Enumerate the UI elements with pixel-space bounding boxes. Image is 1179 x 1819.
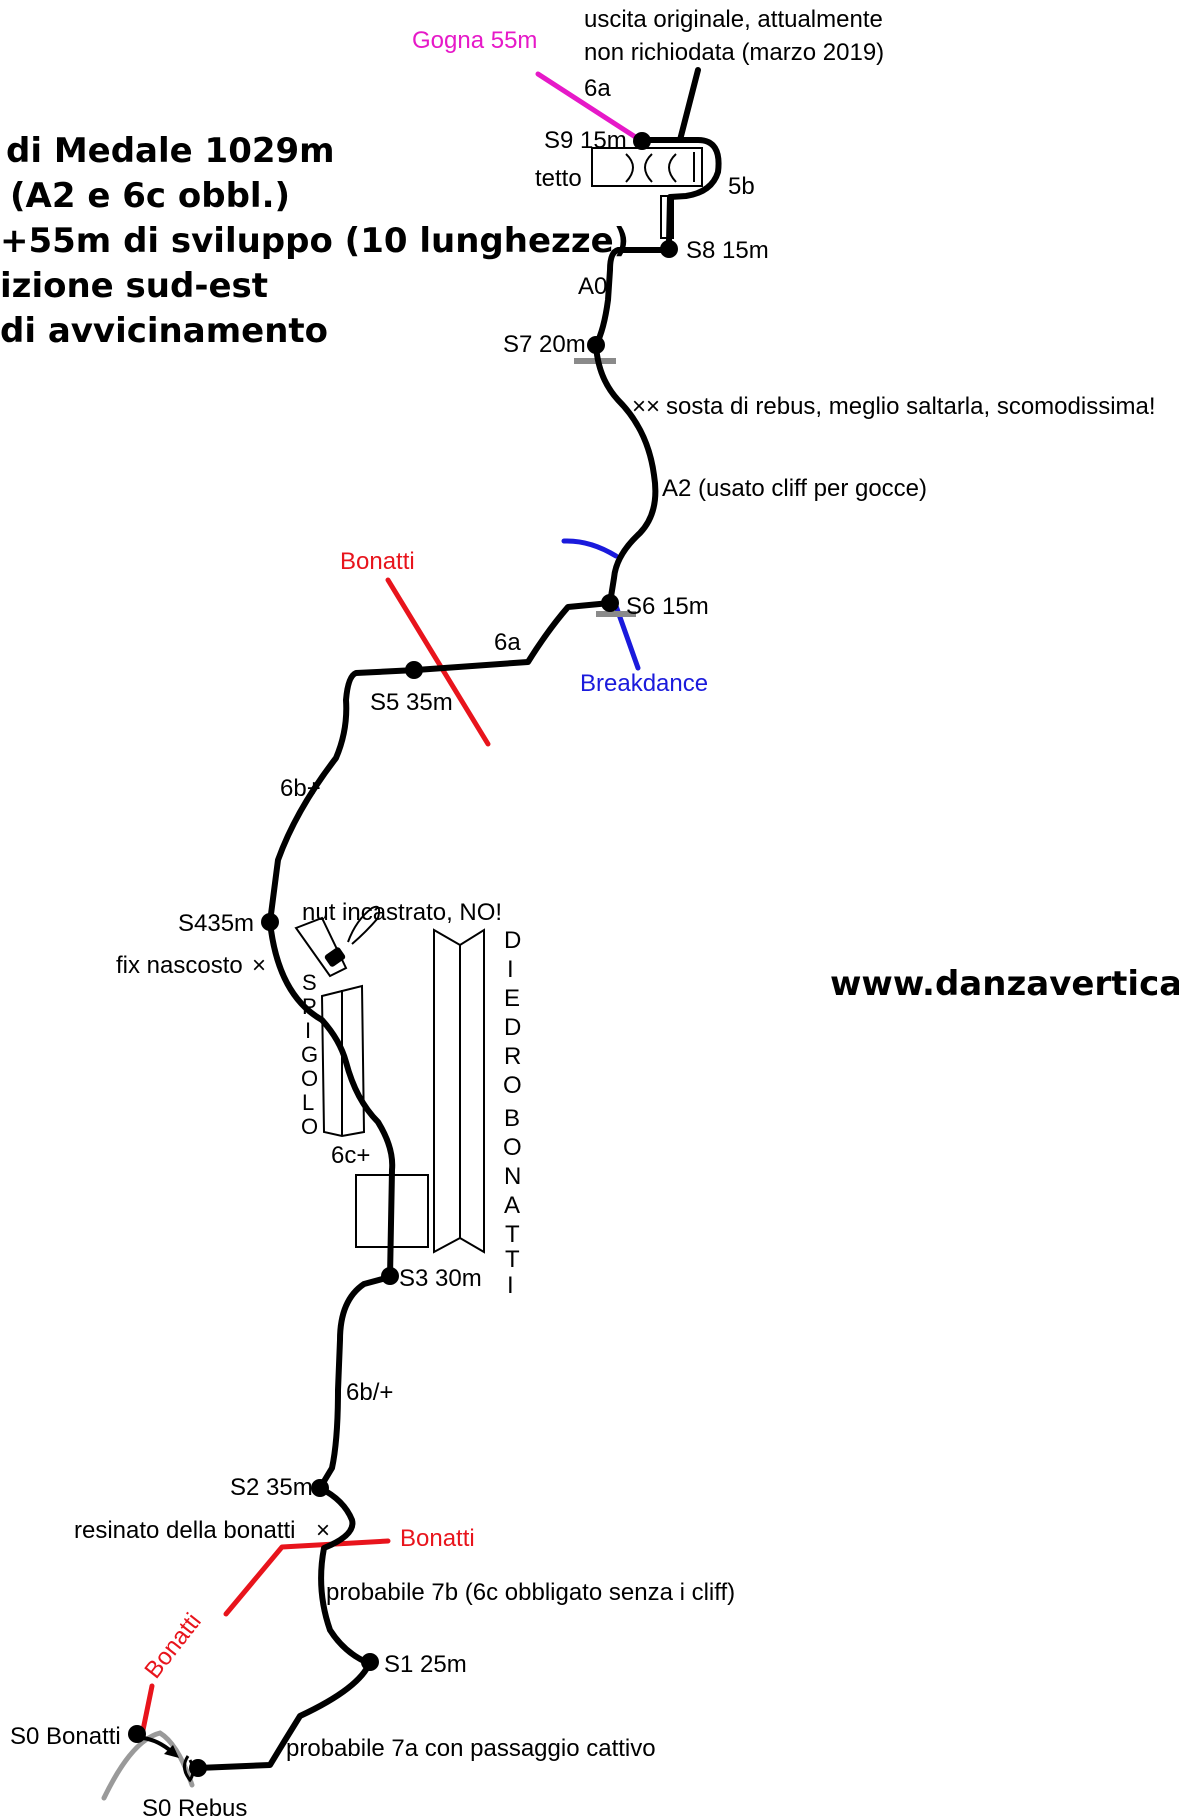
nut-flake <box>294 916 348 978</box>
bonatti-diagonal-label: Bonatti <box>139 1608 206 1684</box>
diedro-bonatti-feature <box>433 928 485 1254</box>
roof-label: tetto <box>535 165 582 192</box>
approach-arrow-head <box>164 1745 179 1758</box>
breakdance-label: Breakdance <box>580 670 708 697</box>
bonatti-lower-line <box>223 1538 391 1617</box>
belay-label-s7: S7 20m <box>503 331 586 358</box>
header-line-peak: di Medale 1029m <box>6 131 335 171</box>
diedro-letter: E <box>504 985 520 1012</box>
belay-dot-s0-bonatti <box>128 1725 146 1743</box>
belay-dot-s3 <box>381 1267 399 1285</box>
grade-label-5b: 5b <box>728 173 755 200</box>
gogna-label: Gogna 55m <box>412 27 537 54</box>
route-info-header: di Medale 1029m (A2 e 6c obbl.) +55m di … <box>0 131 629 351</box>
note-probabile-7b: probabile 7b (6c obbligato senza i cliff… <box>326 1579 735 1606</box>
note-a2: A2 (usato cliff per gocce) <box>662 475 927 502</box>
belay-label-s1: S1 25m <box>384 1651 467 1678</box>
grade-label-6cplus: 6c+ <box>331 1142 370 1169</box>
bonatti-top-label: Bonatti <box>340 548 415 575</box>
belay-label-s0-rebus: S0 Rebus <box>142 1795 247 1819</box>
bonatti-start-line <box>140 1683 155 1733</box>
note-nut: nut incastrato, NO! <box>302 899 502 926</box>
belay-dot-s2 <box>311 1479 329 1497</box>
spigolo-letter: I <box>305 1018 311 1043</box>
belay-label-s2: S2 35m <box>230 1474 313 1501</box>
cross-mark-fix: × <box>252 952 266 979</box>
cross-mark-resinato: × <box>316 1517 330 1544</box>
header-line-approach: di avvicinamento <box>0 311 328 351</box>
diedro-letter: D <box>504 1014 521 1041</box>
diedro-letter: T <box>505 1221 520 1248</box>
diedro-letter: O <box>503 1072 522 1099</box>
grade-label-6bslash: 6b/+ <box>346 1379 393 1406</box>
cross-mark-rebus-belay: ×× <box>632 393 660 420</box>
roof-arc-3 <box>668 153 677 183</box>
grade-label-a0: A0 <box>578 273 607 300</box>
belay-label-s4: S435m <box>178 910 254 937</box>
diedro-letter: O <box>503 1134 522 1161</box>
belay-label-s9: S9 15m <box>544 127 627 154</box>
belay-label-s3: S3 30m <box>399 1265 482 1292</box>
website-url: www.danzaverticale.it <box>830 964 1179 1004</box>
grade-label-6bplus: 6b+ <box>280 775 321 802</box>
diedro-letter: A <box>504 1192 520 1219</box>
diedro-letter: I <box>507 1272 514 1299</box>
exit-note-line1: uscita originale, attualmente <box>584 6 883 33</box>
spigolo-letter: O <box>301 1114 318 1139</box>
header-line-exposure: izione sud-est <box>0 266 268 306</box>
belay-dot-s7 <box>587 336 605 354</box>
nut-icon <box>324 947 346 967</box>
belay-label-s5: S5 35m <box>370 689 453 716</box>
header-line-length: +55m di sviluppo (10 lunghezze) <box>0 221 629 261</box>
spigolo-letter: O <box>301 1066 318 1091</box>
belay-label-s0-bonatti: S0 Bonatti <box>10 1723 121 1750</box>
roof-arc-2 <box>644 153 653 183</box>
diedro-letter: D <box>504 927 521 954</box>
spigolo-letter: G <box>301 1042 318 1067</box>
belay-label-s6: S6 15m <box>626 593 709 620</box>
exit-note-line2: non richiodata (marzo 2019) <box>584 39 884 66</box>
belay-dot-s0-rebus <box>189 1759 207 1777</box>
spigolo-letter: L <box>302 1090 314 1115</box>
rebus-start-line <box>101 1730 195 1801</box>
diedro-letter: R <box>504 1043 521 1070</box>
spigolo-letter: P <box>302 994 317 1019</box>
belay-dot-s1 <box>361 1653 379 1671</box>
note-rebus-belay: sosta di rebus, meglio saltarla, scomodi… <box>666 393 1156 420</box>
diedro-letter: N <box>504 1163 521 1190</box>
diedro-letter: I <box>507 956 514 983</box>
belay-dot-s8 <box>660 240 678 258</box>
note-resinato: resinato della bonatti <box>74 1517 295 1544</box>
header-line-grade: (A2 e 6c obbl.) <box>10 176 290 216</box>
gogna-route-line <box>535 71 643 143</box>
belay-label-s8: S8 15m <box>686 237 769 264</box>
roof-arc-1 <box>625 153 634 183</box>
note-probabile-7a: probabile 7a con passaggio cattivo <box>286 1735 656 1762</box>
belay-dot-s4 <box>261 913 279 931</box>
diedro-letter: B <box>504 1105 520 1132</box>
nut-sling <box>347 905 381 945</box>
belay-dot-s6 <box>601 594 619 612</box>
belay-dot-s9 <box>633 132 651 150</box>
spigolo-pillar <box>320 984 366 1138</box>
bonatti-right-label: Bonatti <box>400 1525 475 1552</box>
diedro-letter: T <box>505 1246 520 1273</box>
note-fix: fix nascosto <box>116 952 243 979</box>
breakdance-crossing-line <box>561 538 619 559</box>
grade-label-6a-mid: 6a <box>494 629 521 656</box>
belay-dot-s5 <box>405 661 423 679</box>
grade-label-6a-top: 6a <box>584 75 611 102</box>
spigolo-letter: S <box>302 970 317 995</box>
spigolo-pillar-feature <box>294 916 366 1138</box>
bonatti-upper-line <box>385 577 491 747</box>
